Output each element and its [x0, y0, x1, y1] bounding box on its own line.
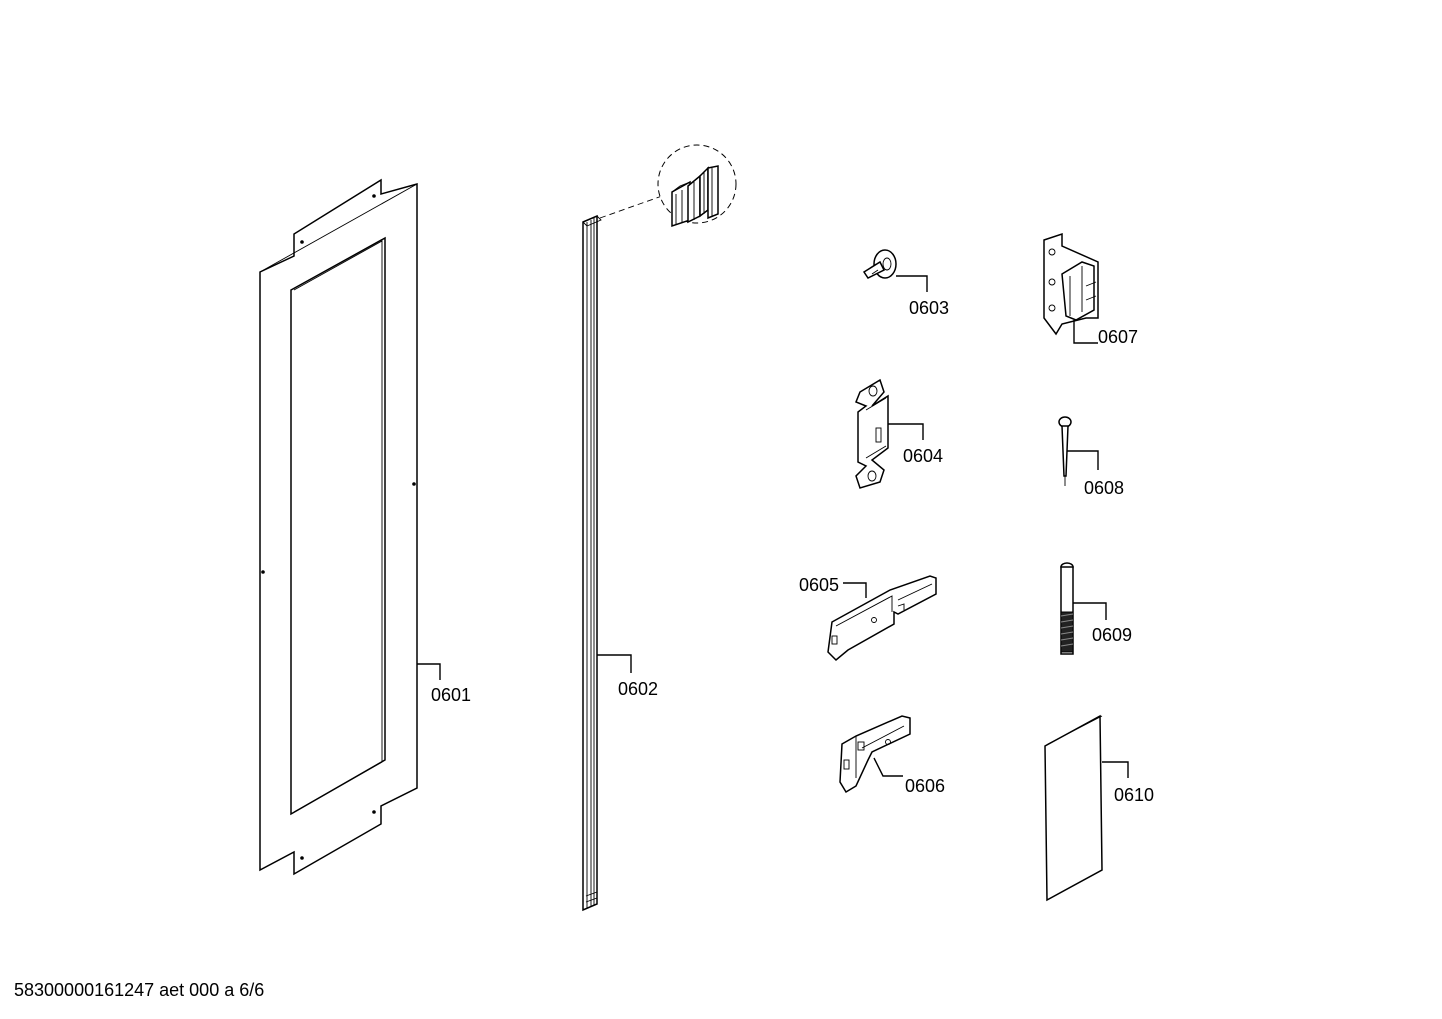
- part-0601-frame-panel[interactable]: [259, 178, 418, 876]
- label-0607: 0607: [1098, 327, 1138, 347]
- leader-0605: [843, 582, 867, 598]
- document-footer-id: 58300000161247 aet 000 a 6/6: [14, 980, 265, 1000]
- part-0607-hinge[interactable]: [1043, 232, 1099, 336]
- part-0602-gasket-strip[interactable]: [582, 214, 602, 912]
- label-0603: 0603: [909, 298, 949, 318]
- part-0604-bracket[interactable]: [855, 378, 889, 489]
- label-0609: 0609: [1092, 625, 1132, 645]
- part-0605-latch-plate[interactable]: [827, 575, 937, 662]
- label-0602: 0602: [618, 679, 658, 699]
- leader-0608: [1067, 450, 1099, 470]
- part-0610-sheet[interactable]: [1044, 714, 1103, 902]
- label-0610: 0610: [1114, 785, 1154, 805]
- part-0603-clip[interactable]: [862, 249, 897, 279]
- part-0606-small-latch[interactable]: [839, 715, 911, 794]
- leader-0602: [597, 654, 632, 673]
- gasket-detail-zoom: [657, 144, 737, 228]
- leader-0603: [896, 275, 928, 292]
- leader-0609: [1073, 602, 1107, 620]
- zoom-leader-line: [599, 195, 663, 219]
- leader-0606: [873, 757, 903, 777]
- leader-0601: [417, 663, 441, 680]
- part-0608-pin[interactable]: [1058, 416, 1072, 486]
- leader-0610: [1102, 761, 1129, 778]
- label-0605: 0605: [799, 575, 839, 595]
- label-0606: 0606: [905, 776, 945, 796]
- leader-0604: [888, 423, 924, 440]
- label-0604: 0604: [903, 446, 943, 466]
- label-0608: 0608: [1084, 478, 1124, 498]
- part-0609-threaded-rod[interactable]: [1060, 562, 1074, 655]
- leader-0607: [1073, 320, 1098, 344]
- label-0601: 0601: [431, 685, 471, 705]
